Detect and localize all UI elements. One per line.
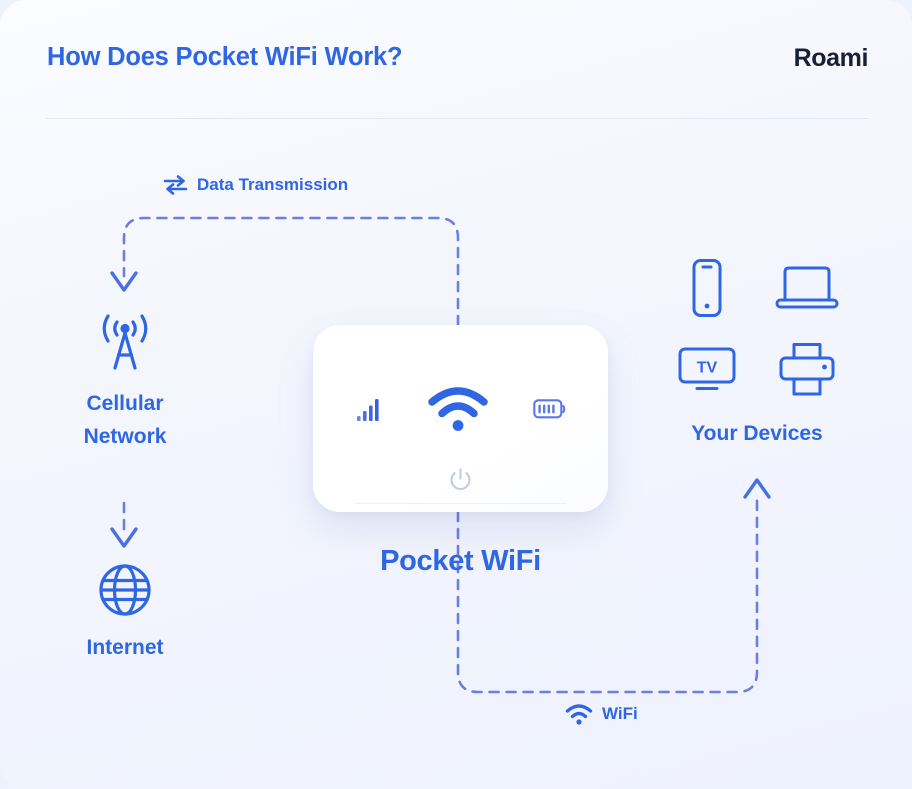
node-your-devices-label: Your Devices	[691, 422, 823, 445]
wifi-icon	[427, 387, 488, 431]
router-title: Pocket WiFi	[380, 545, 541, 577]
label-data-transmission-text: Data Transmission	[197, 175, 349, 194]
connector-router-to-devices	[456, 498, 759, 694]
wifi-small-icon	[565, 704, 593, 725]
page-title: How Does Pocket WiFi Work?	[47, 43, 403, 71]
label-data-transmission: Data Transmission	[163, 174, 348, 196]
printer-icon	[779, 343, 835, 396]
signal-bars-icon	[356, 399, 379, 421]
header-divider	[46, 118, 868, 119]
connector-router-to-cellular	[122, 216, 460, 327]
arrowhead-down-internet	[110, 527, 138, 548]
smartphone-icon	[692, 259, 722, 317]
router-status-row	[313, 381, 608, 437]
tv-icon-label: TV	[697, 360, 718, 377]
laptop-icon	[775, 266, 839, 309]
pocket-wifi-router[interactable]	[313, 325, 608, 512]
node-internet-label: Internet	[86, 636, 164, 659]
tv-icon: TV	[678, 347, 736, 390]
label-wifi-text: WiFi	[602, 704, 638, 723]
header: How Does Pocket WiFi Work? Roami	[0, 0, 912, 119]
node-internet: Internet	[24, 562, 226, 665]
power-button-icon	[450, 468, 471, 490]
node-cellular-network-label: Cellular Network	[83, 392, 167, 448]
node-cellular-network: Cellular Network	[24, 312, 226, 453]
brand-logo: Roami	[793, 44, 869, 72]
label-wifi: WiFi	[565, 703, 638, 725]
node-your-devices: TV Your Devices	[650, 258, 864, 451]
arrowhead-down-cellular	[110, 271, 138, 292]
router-seam	[355, 503, 566, 504]
cell-tower-icon	[102, 314, 148, 370]
battery-icon	[532, 399, 565, 419]
devices-grid: TV	[650, 258, 864, 398]
exchange-arrows-icon	[163, 175, 188, 195]
router-power-button[interactable]	[313, 467, 608, 492]
globe-icon	[99, 564, 151, 616]
arrowhead-up-devices	[743, 478, 771, 499]
